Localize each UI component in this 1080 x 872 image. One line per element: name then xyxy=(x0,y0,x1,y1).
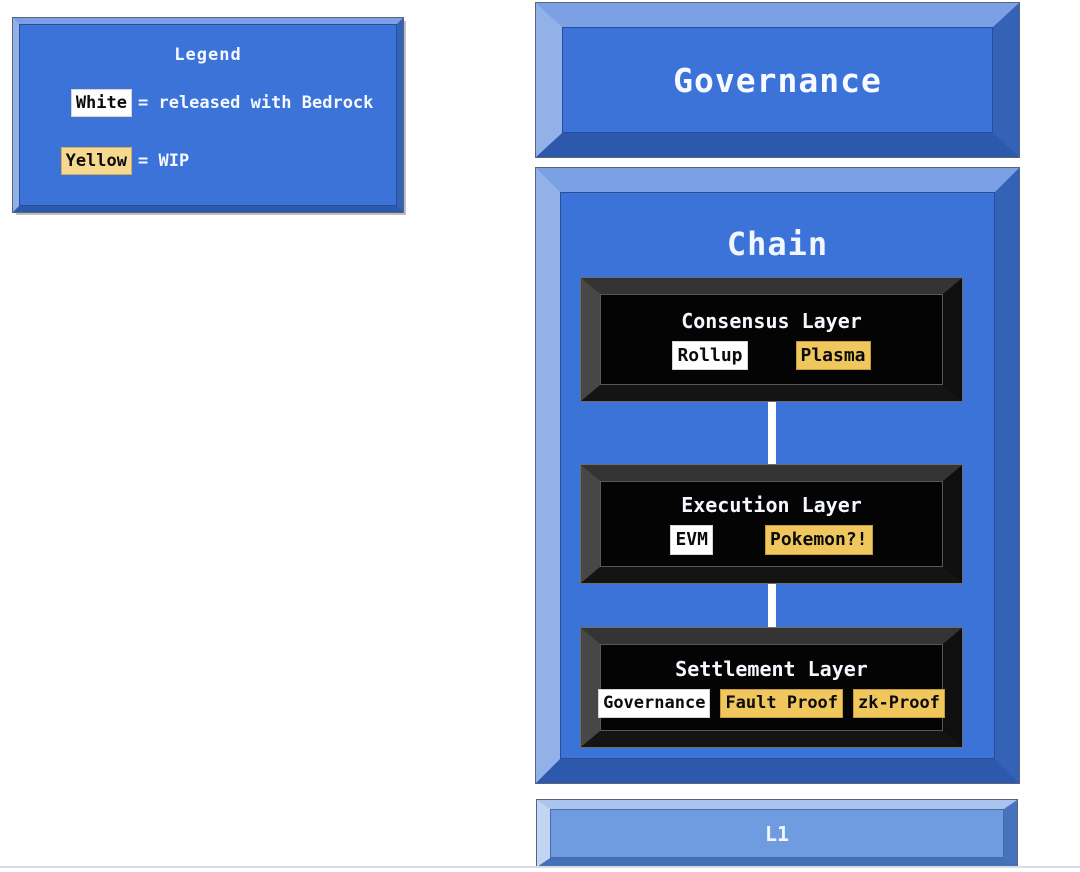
legend-panel-face: Legend White = released with Bedrock Yel… xyxy=(19,24,397,206)
connector-execution-settlement xyxy=(768,581,776,630)
chip-plasma: Plasma xyxy=(795,340,871,371)
layer-execution-title: Execution Layer xyxy=(681,493,862,518)
chip-pokemon: Pokemon?! xyxy=(764,525,873,555)
legend-chip-cell: Yellow xyxy=(48,147,132,176)
layer-execution-face: Execution Layer EVM Pokemon?! xyxy=(600,481,943,567)
layer-consensus: Consensus Layer Rollup Plasma xyxy=(580,277,963,402)
chip-rollup: Rollup xyxy=(672,340,748,371)
legend-title: Legend xyxy=(174,45,242,65)
legend-chip-white: White xyxy=(70,89,132,118)
chip-fault-proof: Fault Proof xyxy=(720,689,844,718)
legend-panel: Legend White = released with Bedrock Yel… xyxy=(12,17,404,213)
layer-settlement-title: Settlement Layer xyxy=(675,657,868,682)
chip-governance: Governance xyxy=(598,689,711,718)
layer-consensus-title: Consensus Layer xyxy=(681,308,862,333)
connector-consensus-execution xyxy=(768,399,776,467)
layer-consensus-face: Consensus Layer Rollup Plasma xyxy=(600,294,943,385)
legend-item-label: = WIP xyxy=(138,151,190,172)
layer-execution: Execution Layer EVM Pokemon?! xyxy=(580,464,963,584)
layer-consensus-chips: Rollup Plasma xyxy=(672,340,871,371)
bottom-divider xyxy=(0,866,1080,868)
legend-item-wip: Yellow = WIP xyxy=(48,147,396,176)
governance-panel: Governance xyxy=(535,2,1020,158)
layer-settlement-face: Settlement Layer Governance Fault Proof … xyxy=(598,644,945,731)
chain-title: Chain xyxy=(726,225,829,263)
chip-zk-proof: zk-Proof xyxy=(853,689,945,718)
governance-title: Governance xyxy=(673,60,882,100)
chip-evm: EVM xyxy=(670,525,713,555)
legend-item-released: White = released with Bedrock xyxy=(48,89,396,118)
l1-title: L1 xyxy=(764,821,790,846)
legend-chip-yellow: Yellow xyxy=(60,147,132,176)
layer-settlement: Settlement Layer Governance Fault Proof … xyxy=(580,627,963,748)
l1-panel-face: L1 xyxy=(550,809,1004,858)
governance-panel-face: Governance xyxy=(562,27,993,133)
legend-chip-cell: White xyxy=(48,89,132,118)
layer-execution-chips: EVM Pokemon?! xyxy=(670,525,873,555)
layer-settlement-chips: Governance Fault Proof zk-Proof xyxy=(598,689,945,718)
l1-panel: L1 xyxy=(536,799,1018,868)
legend-item-label: = released with Bedrock xyxy=(138,93,374,114)
